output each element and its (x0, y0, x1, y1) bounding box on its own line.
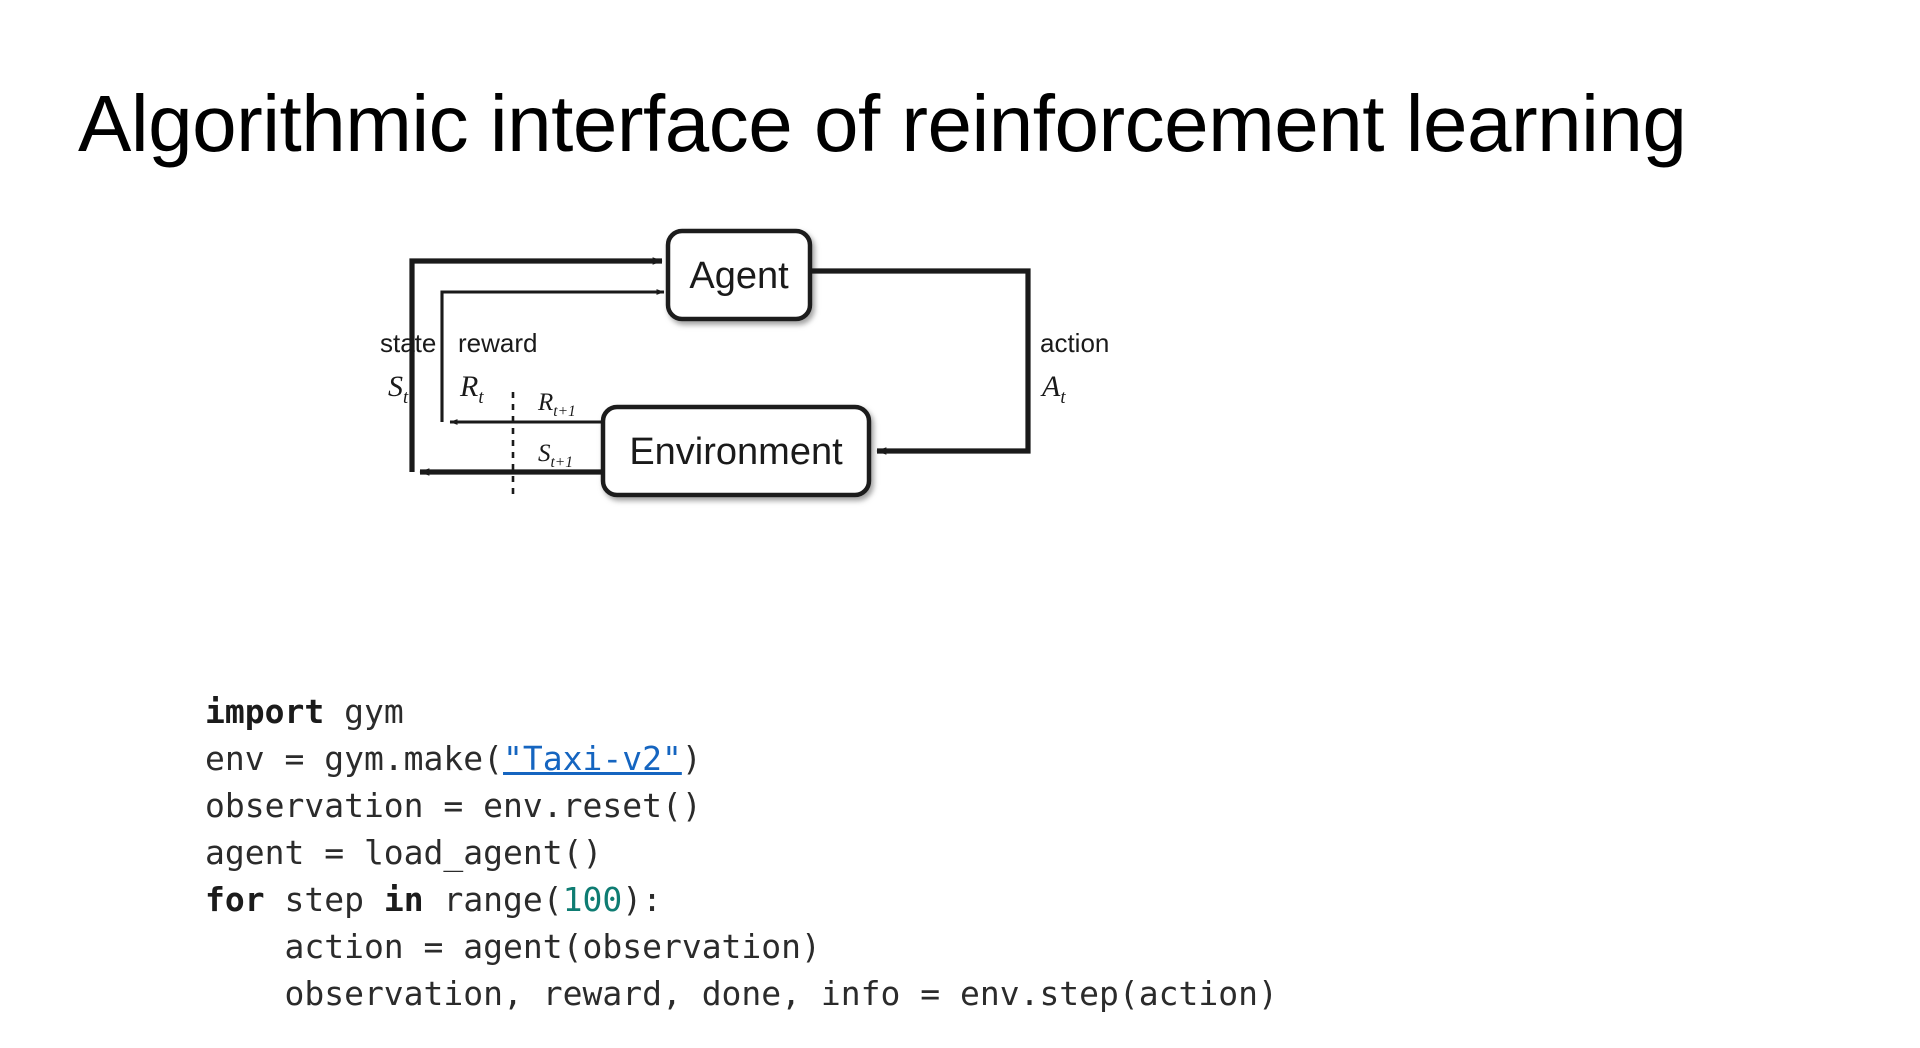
page-title: Algorithmic interface of reinforcement l… (78, 78, 1687, 168)
code-number: 100 (562, 880, 623, 919)
state-label: state (380, 328, 436, 358)
code-keyword: in (383, 880, 424, 919)
environment-node-label: Environment (629, 431, 843, 473)
code-text: step (264, 880, 384, 919)
reward-symbol: Rt (459, 370, 484, 408)
state-symbol: St (388, 370, 409, 408)
reward-edge (440, 289, 665, 422)
code-text: ) (681, 739, 702, 778)
code-text: gym (324, 692, 404, 731)
code-line: env = gym.make("Taxi-v2") (205, 735, 1278, 782)
agent-node-label: Agent (689, 255, 789, 297)
next-state-symbol: St+1 (538, 440, 573, 471)
code-text: observation = env.reset() (205, 786, 702, 825)
action-label: action (1040, 328, 1109, 358)
code-text: observation, reward, done, info = env.st… (205, 974, 1278, 1013)
code-line: observation = env.reset() (205, 782, 1278, 829)
rl-interaction-diagram: Agent Environment state St reward Rt act… (380, 200, 1180, 530)
code-keyword: import (205, 692, 325, 731)
state-edge (409, 257, 663, 472)
code-text: agent = load_agent() (205, 833, 603, 872)
environment-node: Environment (600, 404, 872, 498)
code-env-id-link[interactable]: "Taxi-v2" (503, 739, 682, 778)
code-text: env = gym.make( (205, 739, 504, 778)
code-keyword: for (205, 880, 265, 919)
code-text: range( (423, 880, 563, 919)
code-line: for step in range(100): (205, 876, 1278, 923)
code-line: observation, reward, done, info = env.st… (205, 970, 1278, 1017)
reward-label: reward (458, 328, 537, 358)
code-line: agent = load_agent() (205, 829, 1278, 876)
code-line: action = agent(observation) (205, 923, 1278, 970)
action-edge (810, 268, 1031, 455)
code-line: import gym (205, 688, 1278, 735)
code-text: ): (622, 880, 663, 919)
next-reward-symbol: Rt+1 (537, 389, 576, 420)
agent-node: Agent (665, 228, 813, 322)
code-text: action = agent(observation) (205, 927, 821, 966)
action-symbol: At (1040, 370, 1066, 408)
